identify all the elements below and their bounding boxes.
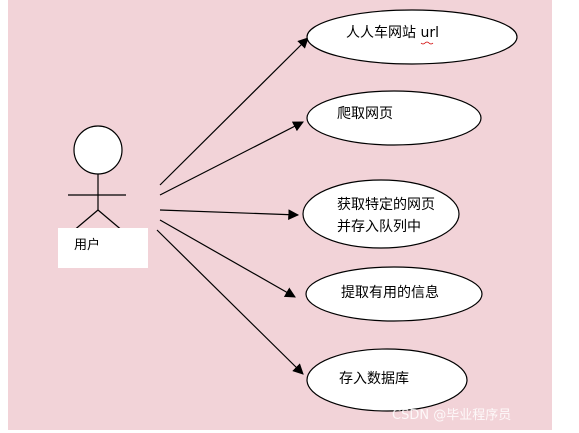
association-uc5 — [156, 229, 304, 375]
actor-label-box — [58, 228, 148, 268]
use-case-ellipse — [306, 90, 482, 146]
diagram-background — [8, 0, 552, 430]
watermark: CSDN @毕业程序员 — [392, 408, 511, 423]
association-uc1 — [159, 37, 309, 186]
association-uc4 — [159, 219, 296, 298]
use-case-ellipse — [306, 348, 468, 412]
use-case-label-line-2: 并存入队列中 — [337, 219, 421, 235]
use-case-ellipse — [306, 9, 518, 65]
actor-label: 用户 — [74, 237, 100, 253]
actor-head — [73, 125, 123, 175]
use-case-2: 爬取网页 — [306, 90, 482, 146]
association-uc3 — [159, 209, 300, 221]
actor: 用户 — [58, 125, 148, 268]
use-case-label: 人人车网站 url — [346, 24, 439, 41]
use-case-ellipse — [302, 179, 460, 249]
associations — [156, 37, 309, 375]
use-case-ellipse — [305, 266, 483, 322]
use-case-label: 提取有用的信息 — [341, 284, 439, 301]
use-case-1: 人人车网站 url — [306, 9, 518, 65]
spell-check-underline — [420, 41, 434, 45]
use-case-label-line-1: 获取特定的网页 — [337, 197, 435, 213]
use-case-label: 存入数据库 — [339, 371, 409, 387]
use-case-4: 提取有用的信息 — [305, 266, 483, 322]
use-case-label: 爬取网页 — [337, 106, 393, 122]
association-uc2 — [159, 121, 304, 196]
use-case-5: 存入数据库 — [306, 348, 468, 412]
use-case-3: 获取特定的网页 并存入队列中 — [302, 179, 460, 249]
